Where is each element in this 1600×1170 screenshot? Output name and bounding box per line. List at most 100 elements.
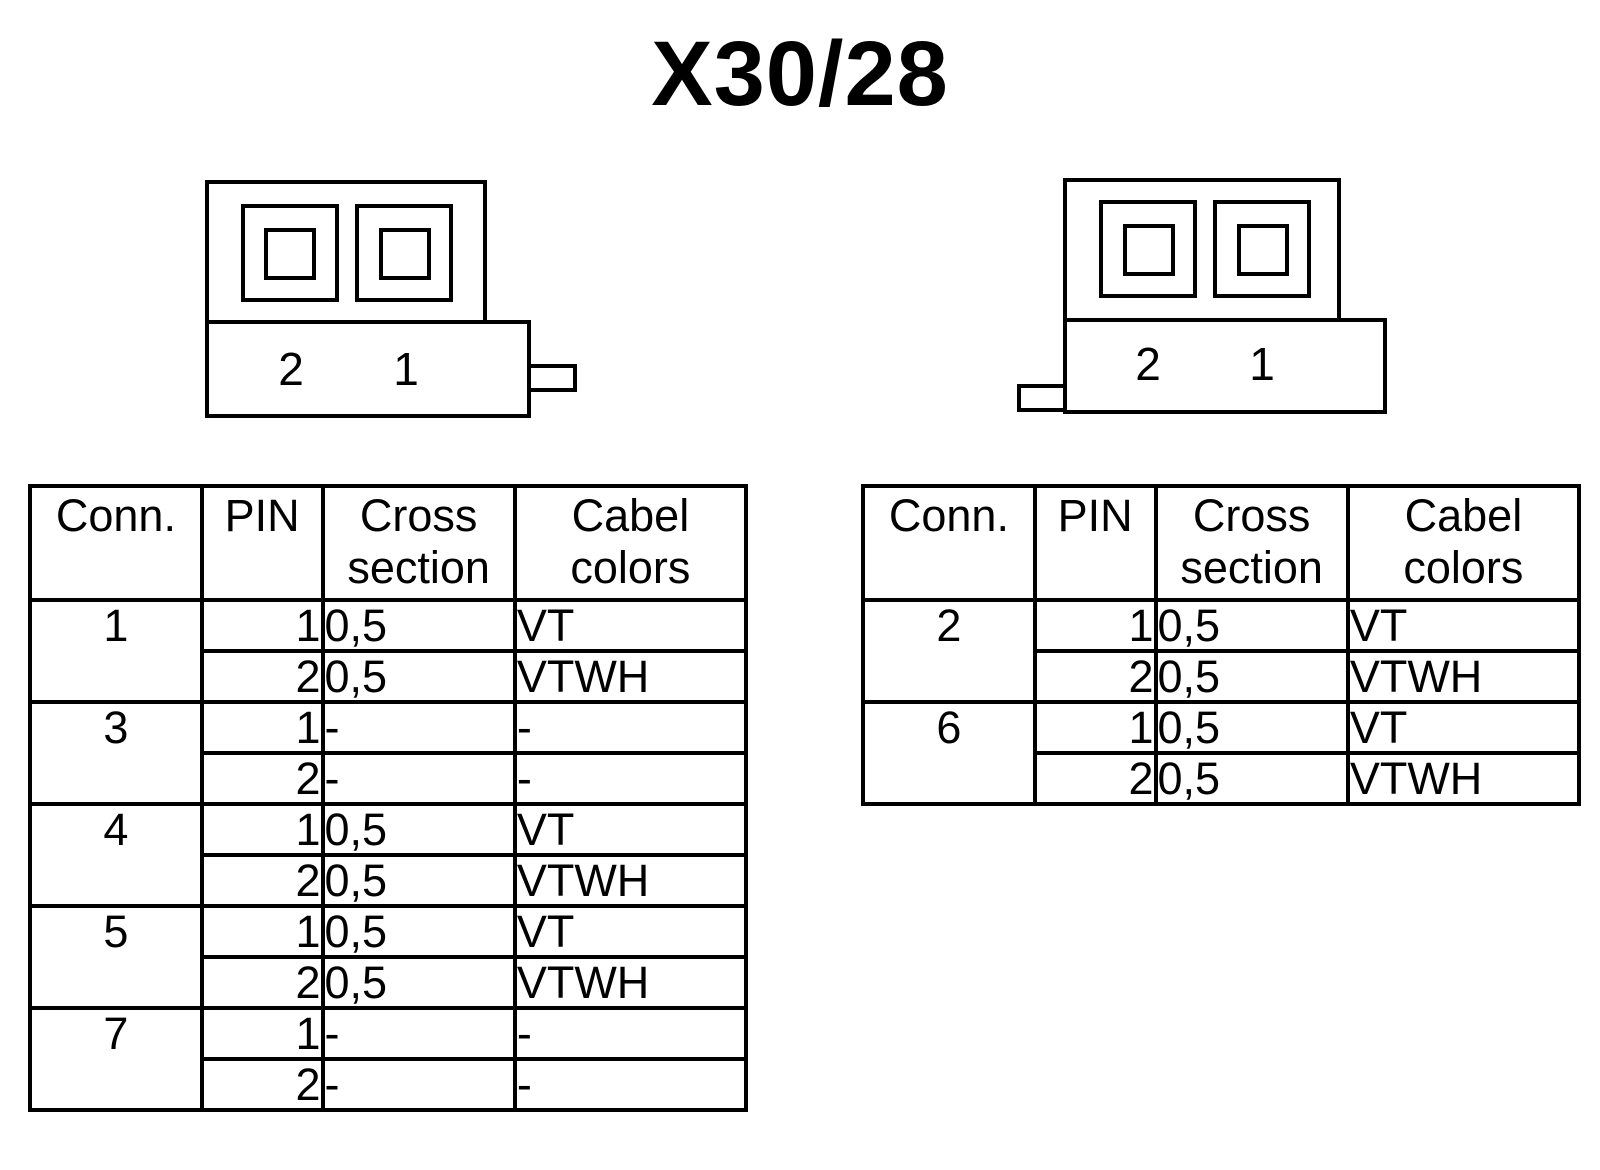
cross-section-cell: 0,5	[1153, 649, 1350, 704]
cross-section-cell: 0,5	[320, 955, 517, 1010]
header-line: colors	[1403, 542, 1524, 593]
cross-section-cell: 0,5	[320, 904, 517, 959]
connector-drawing-left: 2 1	[205, 180, 595, 420]
header-line: Cabel	[571, 490, 690, 541]
conn-cell: 5	[28, 904, 204, 1010]
table-header-row: Conn. PIN Cross section Cabel colors	[861, 484, 1582, 602]
pin-cell: 1	[1032, 598, 1158, 653]
pin-cavity-outer	[355, 204, 453, 302]
pin-cell: 1	[199, 700, 325, 755]
color-cell: -	[512, 1057, 749, 1112]
color-cell: VTWH	[512, 853, 749, 908]
pin-label: 2	[278, 343, 304, 395]
color-cell: -	[512, 1006, 749, 1061]
pin-cell: 1	[1032, 700, 1158, 755]
pin-cavity-inner	[264, 228, 316, 280]
conn-cell: 6	[861, 700, 1037, 806]
connector-base	[205, 320, 531, 418]
pin-cavity-inner	[1237, 224, 1289, 276]
conn-cell: 2	[861, 598, 1037, 704]
table-row: 2 - -	[30, 751, 749, 806]
table-row: 3 1 - -	[28, 700, 749, 806]
diagram-title: X30/28	[651, 23, 949, 125]
color-cell: VTWH	[1345, 649, 1582, 704]
pin-cell: 2	[199, 853, 325, 908]
connector-latch	[1017, 384, 1067, 412]
pin-cavity-inner	[379, 228, 431, 280]
cross-section-cell: 0,5	[1153, 598, 1350, 653]
pin-cavity-inner	[1123, 224, 1175, 276]
table-row: 2 - -	[30, 1057, 749, 1112]
table-row: 4 1 0,5 VT	[28, 802, 749, 908]
pin-table-left: Conn. PIN Cross section Cabel colors 1 1…	[28, 484, 749, 1112]
header-line: Cross	[1192, 490, 1311, 541]
pin-cell: 1	[199, 802, 325, 857]
connector-latch	[527, 364, 577, 392]
cross-section-cell: -	[320, 751, 517, 806]
pin-cavity-outer	[241, 204, 339, 302]
header-pin: PIN	[1032, 484, 1158, 602]
cross-section-cell: -	[320, 700, 517, 755]
pin-cell: 1	[199, 904, 325, 959]
cross-section-cell: 0,5	[320, 853, 517, 908]
color-cell: VT	[512, 598, 749, 653]
color-cell: -	[512, 700, 749, 755]
color-cell: VT	[512, 904, 749, 959]
pin-cell: 2	[199, 1057, 325, 1112]
color-cell: VTWH	[1345, 751, 1582, 806]
pin-cavity-outer	[1099, 200, 1197, 298]
pin-cell: 1	[199, 598, 325, 653]
color-cell: VTWH	[512, 955, 749, 1010]
cross-section-cell: 0,5	[1153, 700, 1350, 755]
cross-section-cell: 0,5	[1153, 751, 1350, 806]
table-row: 5 1 0,5 VT	[28, 904, 749, 1010]
cross-section-cell: -	[320, 1057, 517, 1112]
pin-label: 1	[1249, 338, 1275, 390]
cross-section-cell: -	[320, 1006, 517, 1061]
header-conn: Conn.	[28, 484, 204, 602]
header-line: section	[1180, 542, 1323, 593]
header-pin: PIN	[199, 484, 325, 602]
table-row: 2 0,5 VTWH	[863, 751, 1582, 806]
connector-drawing-right: 2 1	[1015, 176, 1405, 416]
pin-cell: 2	[1032, 751, 1158, 806]
pin-cell: 1	[199, 1006, 325, 1061]
table-row: 2 0,5 VTWH	[30, 853, 749, 908]
header-line: Cross	[359, 490, 478, 541]
pin-cell: 2	[199, 955, 325, 1010]
conn-cell: 1	[28, 598, 204, 704]
pin-label: 2	[1135, 338, 1161, 390]
table-row: 2 0,5 VTWH	[30, 649, 749, 704]
table-header-row: Conn. PIN Cross section Cabel colors	[28, 484, 749, 602]
conn-cell: 7	[28, 1006, 204, 1112]
table-row: 2 0,5 VTWH	[30, 955, 749, 1010]
header-cable-colors: Cabel colors	[512, 484, 749, 602]
pin-cell: 2	[199, 751, 325, 806]
cross-section-cell: 0,5	[320, 802, 517, 857]
cross-section-cell: 0,5	[320, 598, 517, 653]
connector-base	[1063, 318, 1387, 414]
header-line: section	[347, 542, 490, 593]
color-cell: VT	[512, 802, 749, 857]
table-row: 2 1 0,5 VT	[861, 598, 1582, 704]
pin-table-right: Conn. PIN Cross section Cabel colors 2 1…	[861, 484, 1582, 806]
table-row: 1 1 0,5 VT	[28, 598, 749, 704]
color-cell: VTWH	[512, 649, 749, 704]
table-row: 2 0,5 VTWH	[863, 649, 1582, 704]
conn-cell: 3	[28, 700, 204, 806]
header-line: Cabel	[1404, 490, 1523, 541]
header-conn: Conn.	[861, 484, 1037, 602]
pin-cell: 2	[1032, 649, 1158, 704]
header-cross-section: Cross section	[1153, 484, 1350, 602]
table-row: 7 1 - -	[28, 1006, 749, 1112]
header-cross-section: Cross section	[320, 484, 517, 602]
cross-section-cell: 0,5	[320, 649, 517, 704]
header-cable-colors: Cabel colors	[1345, 484, 1582, 602]
header-line: colors	[570, 542, 691, 593]
color-cell: VT	[1345, 700, 1582, 755]
pin-label: 1	[393, 343, 419, 395]
conn-cell: 4	[28, 802, 204, 908]
table-row: 6 1 0,5 VT	[861, 700, 1582, 806]
pin-cell: 2	[199, 649, 325, 704]
pin-cavity-outer	[1213, 200, 1311, 298]
